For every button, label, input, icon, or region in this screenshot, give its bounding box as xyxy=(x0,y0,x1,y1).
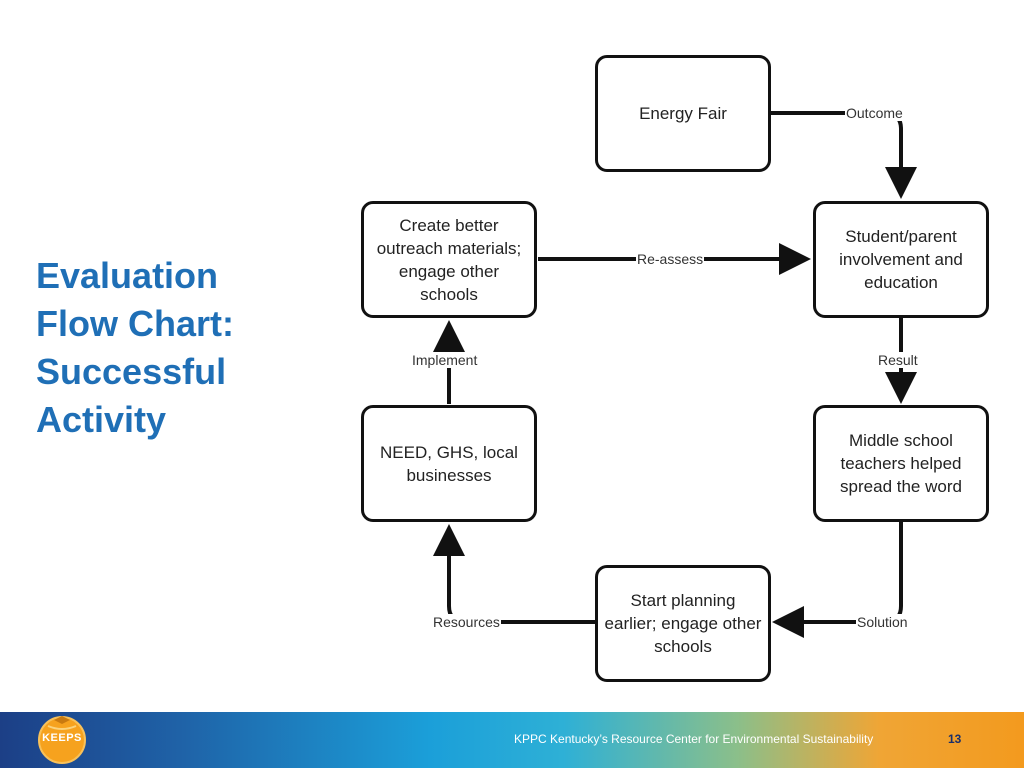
node-middle-school-label: Middle school teachers helped spread the… xyxy=(840,431,962,496)
footer-org-text: KPPC Kentucky’s Resource Center for Envi… xyxy=(514,732,874,746)
keeps-logo: KEEPS xyxy=(34,714,90,766)
edge-outcome-connector xyxy=(770,111,917,199)
node-need-ghs: NEED, GHS, local businesses xyxy=(361,405,537,522)
footer-bar: KEEPS KPPC Kentucky’s Resource Center fo… xyxy=(0,712,1024,768)
flow-chart: Energy Fair Student/parent involvement a… xyxy=(361,55,989,682)
node-start-planning-label: Start planning earlier; engage other sch… xyxy=(604,591,762,656)
edge-label-outcome: Outcome xyxy=(845,105,904,121)
edge-label-implement: Implement xyxy=(411,352,479,368)
edge-solution-connector xyxy=(772,522,903,638)
keeps-logo-mark xyxy=(38,716,86,764)
edge-label-reassess: Re-assess xyxy=(636,251,705,267)
keeps-logo-text: KEEPS xyxy=(42,732,82,744)
node-energy-fair: Energy Fair xyxy=(595,55,771,172)
title-line-4: Activity xyxy=(36,399,167,440)
node-middle-school: Middle school teachers helped spread the… xyxy=(813,405,989,522)
title-line-1: Evaluation xyxy=(36,255,219,296)
edge-label-resources: Resources xyxy=(432,614,501,630)
node-energy-fair-label: Energy Fair xyxy=(639,104,727,123)
node-student-parent: Student/parent involvement and education xyxy=(813,201,989,318)
node-student-parent-label: Student/parent involvement and education xyxy=(839,227,963,292)
node-create-better: Create better outreach materials; engage… xyxy=(361,201,537,318)
title-line-3: Successful xyxy=(36,351,227,392)
node-need-ghs-label: NEED, GHS, local businesses xyxy=(380,442,518,485)
edge-label-solution: Solution xyxy=(856,614,909,630)
slide-title: Evaluation Flow Chart: Successful Activi… xyxy=(36,252,296,444)
title-line-2: Flow Chart: xyxy=(36,303,234,344)
page-number: 13 xyxy=(948,732,962,746)
edge-resources-connector xyxy=(433,524,596,624)
node-start-planning: Start planning earlier; engage other sch… xyxy=(595,565,771,682)
node-create-better-label: Create better outreach materials; engage… xyxy=(376,215,522,304)
edge-label-result: Result xyxy=(877,352,919,368)
